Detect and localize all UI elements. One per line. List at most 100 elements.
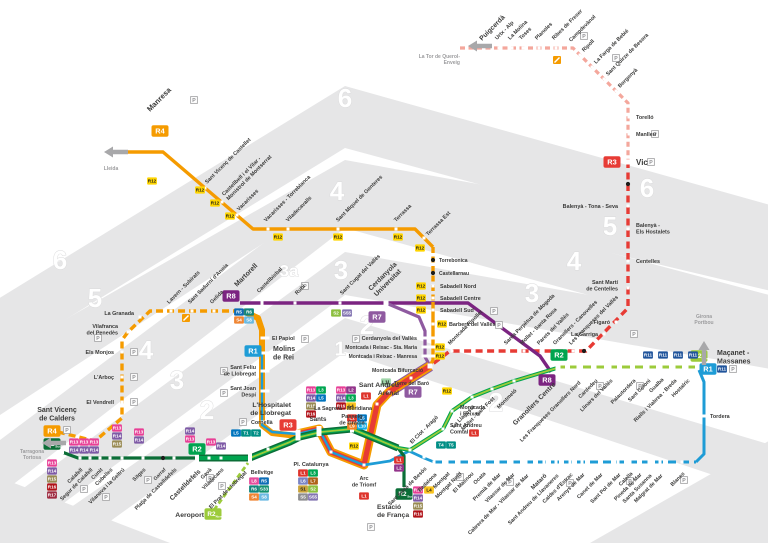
station-tick [445, 460, 449, 464]
parking-icon: P [580, 32, 588, 40]
station-tick [602, 77, 606, 81]
station-tick [383, 300, 389, 306]
station-label: Vic [636, 158, 648, 167]
connection-badge-r5: R5 [259, 477, 269, 485]
svg-text:P: P [731, 367, 735, 373]
connection-badge-r12: R12 [416, 282, 426, 290]
svg-text:R14: R14 [307, 396, 316, 401]
svg-text:P: P [65, 428, 69, 434]
connection-badge-s2: S2 [308, 485, 318, 493]
connection-badge-s4: S4 [234, 316, 244, 324]
station-tick [555, 363, 561, 371]
parking-icon: P [220, 367, 228, 375]
svg-text:T1: T1 [243, 431, 249, 436]
svg-text:R13: R13 [48, 461, 57, 466]
rack-railway-icons [182, 56, 561, 322]
connection-badge-r12: R12 [416, 294, 426, 302]
station-tick [497, 46, 501, 50]
connection-badge-r11: R11 [658, 351, 668, 359]
line-badge-r3: R3 [279, 419, 297, 431]
svg-text:P: P [146, 478, 150, 484]
connection-badge-r12: R12 [225, 212, 235, 220]
svg-text:S8: S8 [246, 318, 252, 323]
svg-text:L9: L9 [349, 424, 355, 429]
svg-text:R12: R12 [443, 389, 452, 394]
parking-icon: P [630, 330, 638, 338]
connection-badge-r12: R12 [210, 199, 220, 207]
connection-badge-r13: R13 [185, 435, 195, 443]
connection-badge-r14: R14 [413, 494, 423, 502]
station-dots [160, 181, 631, 461]
connection-badge-r12: R12 [333, 233, 343, 241]
direction-arrow-left [104, 146, 128, 158]
svg-text:S8: S8 [261, 495, 267, 500]
connection-badge-r13: R13 [69, 438, 79, 446]
svg-text:S2: S2 [310, 487, 316, 492]
connection-badge-r12: R12 [415, 244, 425, 252]
connection-badge-r13: R13 [89, 438, 99, 446]
svg-text:R17: R17 [48, 493, 57, 498]
svg-text:Sud: Sud [55, 445, 61, 449]
parking-icon: P [220, 389, 228, 397]
svg-text:R14: R14 [414, 496, 423, 501]
connection-badge-l1: L1 [469, 429, 479, 437]
svg-text:S1: S1 [300, 487, 306, 492]
station-label: El Papiol [272, 336, 295, 342]
station-label: Els Monjos [86, 350, 114, 356]
connection-badge-r13: R13 [79, 438, 89, 446]
station-tick [571, 349, 575, 353]
parking-icon: P [239, 418, 247, 426]
svg-text:R6: R6 [246, 310, 252, 315]
station-tick [120, 456, 124, 460]
parking-icon: P [352, 335, 360, 343]
svg-text:R12: R12 [417, 284, 426, 289]
station-label: La Sagrera - Meridiana [314, 406, 373, 412]
station-tick [646, 365, 650, 369]
station-tick [490, 387, 494, 391]
connection-badge-l9: L9 [347, 422, 357, 430]
zone-number: 6 [640, 173, 654, 203]
station-label: Ripoll [581, 38, 596, 53]
direction-arrow-left [468, 40, 492, 52]
line-badge-r7: R7 [404, 386, 422, 398]
station-tick [78, 456, 82, 460]
station-tick [169, 309, 173, 313]
station-tick [590, 65, 594, 69]
connection-badge-t1: T1 [241, 429, 251, 437]
svg-text:P: P [303, 337, 307, 343]
station-tick [524, 460, 528, 464]
parking-icon: P [506, 478, 514, 486]
svg-text:R3: R3 [607, 158, 616, 167]
station-tick [190, 309, 194, 313]
connection-badge-r16: R16 [306, 410, 316, 418]
svg-text:R11: R11 [644, 353, 653, 358]
rail-line-r2n-aeroport-dashed [212, 462, 250, 511]
svg-text:R15: R15 [113, 442, 122, 447]
station-tick [375, 402, 379, 406]
svg-text:L7: L7 [310, 479, 316, 484]
svg-text:R4: R4 [155, 127, 165, 136]
svg-text:L6: L6 [300, 479, 306, 484]
station-tick [409, 376, 413, 380]
zone-number: 4 [567, 246, 582, 276]
svg-text:S4: S4 [251, 495, 257, 500]
svg-text:R13: R13 [90, 440, 99, 445]
connection-badge-l2: L2 [394, 464, 404, 472]
svg-text:R16: R16 [414, 512, 423, 517]
rail-line-r1-molins [260, 352, 298, 436]
line-badge-r2: R2 [188, 443, 206, 455]
svg-text:L1: L1 [396, 458, 402, 463]
svg-text:R12: R12 [196, 188, 205, 193]
svg-text:L1: L1 [349, 416, 355, 421]
svg-text:P: P [104, 495, 108, 501]
parking-icon: P [206, 474, 214, 482]
svg-text:R12: R12 [417, 308, 426, 313]
station-tick [362, 463, 366, 467]
station-tick [248, 453, 252, 463]
connection-badge-s8: S8 [259, 493, 269, 501]
connection-badge-l2: L2 [346, 386, 356, 394]
limited-service-station-dot [430, 270, 436, 276]
svg-text:P: P [614, 56, 618, 62]
connection-badge-l5: L5 [231, 429, 241, 437]
